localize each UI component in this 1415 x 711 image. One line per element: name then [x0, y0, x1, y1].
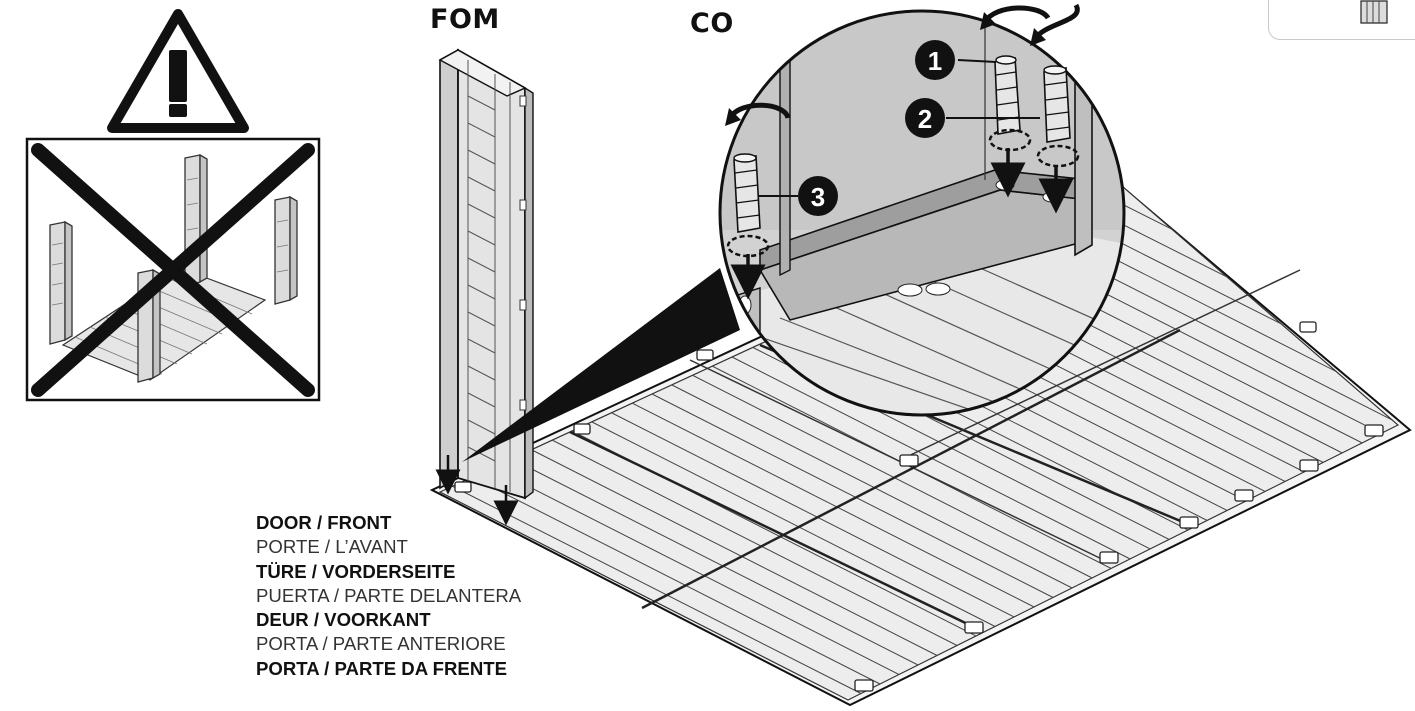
callout-1: 1	[915, 40, 955, 80]
connector-label: CO	[690, 8, 734, 39]
svg-text:1: 1	[928, 46, 942, 76]
warning-triangle-icon	[107, 9, 249, 133]
down-arrow-icon	[730, 148, 1074, 300]
zoom-funnel	[462, 268, 740, 462]
corner-thumbnail-frame	[1268, 0, 1415, 40]
shed-thumbnail-icon	[1360, 0, 1388, 24]
peg-3	[733, 153, 761, 233]
legend-line: PUERTA / PARTE DELANTERA	[256, 584, 522, 606]
crossed-out-assembly-icon	[25, 137, 321, 402]
legend-line: PORTE / L’AVANT	[256, 536, 408, 558]
callout-3: 3	[798, 176, 838, 216]
wall-panel-fom	[435, 48, 534, 526]
legend-line: TÜRE / VORDERSEITE	[256, 560, 456, 582]
svg-text:2: 2	[918, 104, 932, 134]
peg-1	[994, 55, 1021, 135]
callout-leaders	[758, 59, 1040, 197]
svg-text:3: 3	[811, 182, 825, 212]
legend-line: PORTA / PARTE ANTERIORE	[256, 633, 506, 655]
peg-2	[1043, 65, 1071, 143]
legend-line: DOOR / FRONT	[256, 512, 392, 533]
rotate-arrow-heads	[725, 12, 1046, 126]
panel-label: FOM	[430, 4, 500, 35]
legend-line: DEUR / VOORKANT	[256, 609, 431, 631]
legend-line: PORTA / PARTE DA FRENTE	[256, 657, 508, 679]
callout-2: 2	[905, 98, 945, 138]
